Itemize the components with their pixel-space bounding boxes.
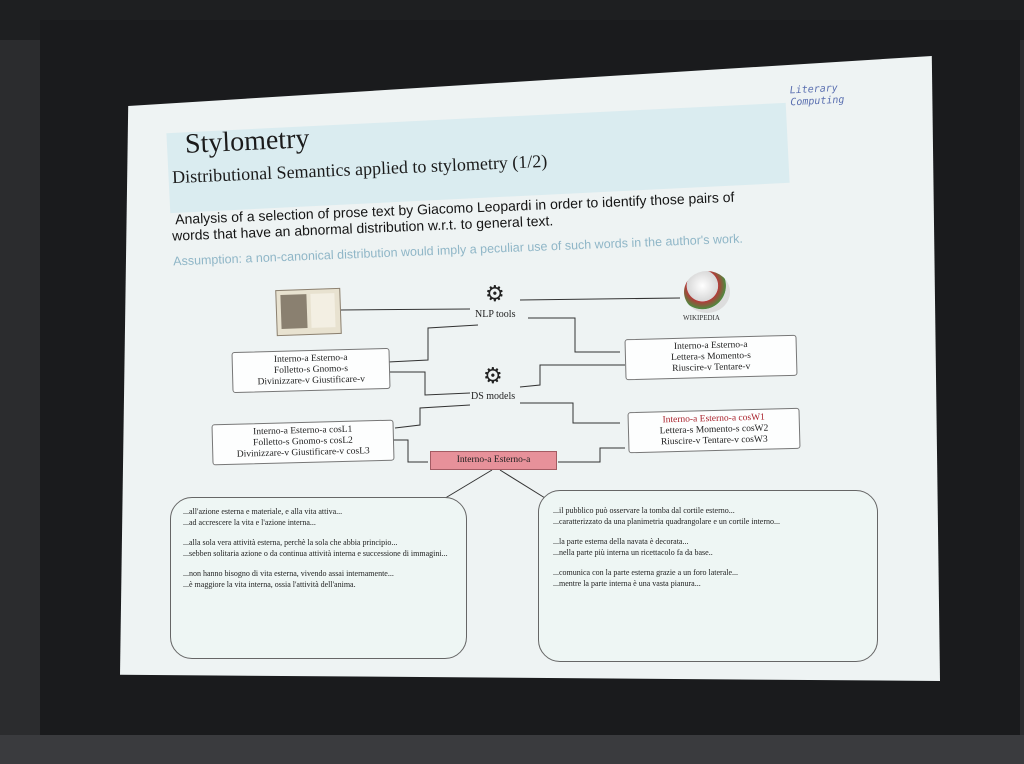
quote-line: ...non hanno bisogno di vita esterna, vi… [183, 569, 394, 578]
book-page [310, 293, 335, 328]
quote-line: ...è maggiore la vita interna, ossia l'a… [183, 580, 356, 589]
arrow-wiki-to-nlp [520, 298, 680, 300]
arrow-left-to-center [390, 440, 428, 462]
arrow-ds-to-right [520, 403, 620, 423]
scroll-left-bottom: Interno-a Esterno-a cosL1 Folletto-s Gno… [211, 420, 394, 466]
wikipedia-globe-icon [684, 271, 730, 313]
arrow-left-to-ds [385, 372, 470, 395]
quote-line: ...il pubblico può osservare la tomba da… [553, 506, 735, 515]
arrow-right-to-ds [520, 365, 625, 387]
quote-line: ...all'azione esterna e materiale, e all… [183, 507, 342, 516]
quote-line: ...ad accrescere la vita e l'azione inte… [183, 518, 316, 527]
quote-line: ...nella parte più interna un ricettacol… [553, 548, 713, 557]
arrow-ds-to-left [395, 405, 470, 428]
ds-models-label: DS models [471, 391, 515, 402]
wikipedia-label: WIKIPEDIA [683, 314, 720, 322]
quote-line: ...la parte esterna della navata è decor… [553, 537, 688, 546]
nlp-tools-label: NLP tools [475, 309, 515, 320]
arrow-nlp-to-right [528, 318, 620, 352]
arrow-nlp-to-left [388, 325, 478, 362]
quote-line: ...comunica con la parte esterna grazie … [553, 568, 738, 577]
scroll-right-top: Interno-a Esterno-a Lettera-s Momento-s … [624, 335, 797, 380]
arrow-center-to-right-bubble [500, 470, 545, 498]
center-pair-box: Interno-a Esterno-a [430, 451, 557, 470]
book-portrait [280, 294, 307, 329]
book-icon [275, 288, 342, 336]
gear-icon: ⚙ [485, 282, 505, 307]
arrow-center-to-left-bubble [442, 470, 492, 500]
quote-line: ...mentre la parte interna è una vasta p… [553, 579, 701, 588]
arrow-book-to-nlp [340, 309, 470, 310]
quote-line: ...sebben solitaria azione o da continua… [183, 549, 448, 558]
quote-line: ...caratterizzato da una planimetria qua… [553, 517, 780, 526]
scroll-right-bottom: Interno-a Esterno-a cosW1 Lettera-s Mome… [627, 408, 800, 453]
gear-icon: ⚙ [483, 364, 503, 389]
quotes-right-bubble: ...il pubblico può osservare la tomba da… [538, 490, 878, 662]
arrow-right-to-center [558, 448, 625, 462]
quotes-left-bubble: ...all'azione esterna e materiale, e all… [170, 497, 467, 659]
scroll-left-top: Interno-a Esterno-a Folletto-s Gnomo-s D… [231, 348, 390, 393]
quote-line: ...alla sola vera attività esterna, perc… [183, 538, 397, 547]
